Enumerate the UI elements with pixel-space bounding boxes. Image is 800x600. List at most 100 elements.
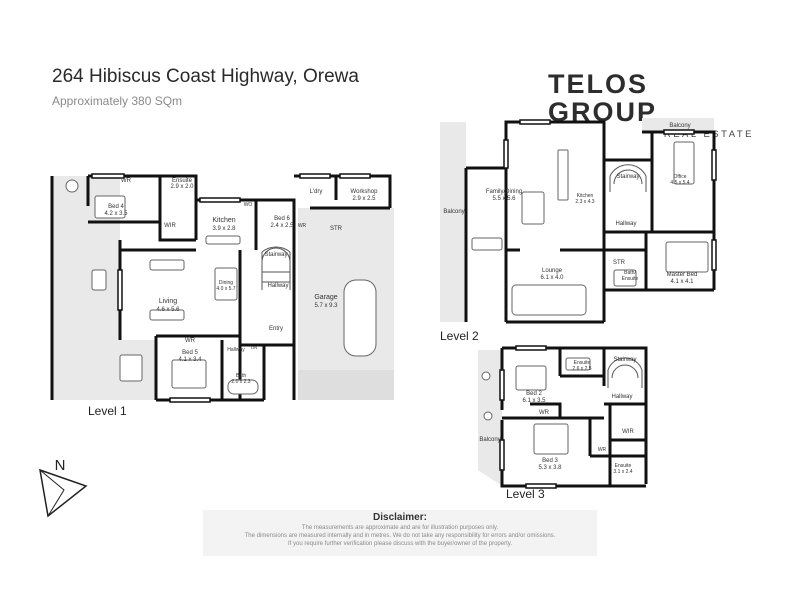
room-stairway-label: Stairway — [613, 357, 636, 363]
room-ensuite-top-dim: 2.6 x 2.5 — [572, 366, 591, 372]
room-wo-label: WO — [244, 202, 253, 208]
balcony-chair — [481, 371, 491, 381]
living-sofa — [149, 259, 185, 271]
room-wir-label: WIR — [622, 429, 634, 435]
room-balcony-label: Balcony — [443, 209, 464, 215]
room-stairway-label: Stairway — [264, 252, 287, 258]
room-hallway-label: Hallway — [267, 283, 288, 289]
room-hallway2-label: Hallway — [227, 347, 245, 353]
balcony-area — [642, 118, 714, 132]
car-icon — [343, 279, 377, 357]
room-lounge-label: Lounge — [542, 268, 563, 274]
bath-tub — [227, 379, 259, 395]
room-str-label: STR — [613, 260, 626, 266]
room-wr-label: WR — [539, 410, 550, 416]
room-bath-label-2: Ensuite — [622, 276, 639, 282]
lounge-sofa — [511, 284, 587, 316]
room-living-dim: 4.6 x 5.6 — [156, 307, 180, 313]
bath-vanity — [613, 269, 637, 287]
room-bed4-label: Bed 4 — [108, 204, 124, 210]
room-ensuite-label: Ensuite — [615, 463, 632, 469]
room-master-dim: 4.1 x 4.1 — [670, 279, 694, 285]
room-hallway-label: Hallway — [615, 221, 636, 227]
compass-arrow — [39, 468, 88, 518]
bed-2-furniture — [515, 365, 547, 391]
compass-label: N — [55, 457, 66, 474]
room-bath-dim: 2.0 x 2.3 — [231, 379, 250, 385]
level-3-label: Level 3 — [506, 487, 545, 501]
disclaimer-box: Disclaimer: The measurements are approxi… — [203, 510, 597, 556]
room-kitchen-dim: 2.3 x 4.3 — [575, 199, 594, 205]
bed-3-furniture — [533, 423, 569, 455]
kitchen-island — [205, 235, 241, 245]
room-master-label: Master Bed — [667, 272, 698, 278]
balcony-area — [440, 122, 466, 322]
room-bed6-dim: 2.4 x 2.5 — [270, 223, 294, 229]
dining-table — [214, 267, 238, 301]
disclaimer-heading: Disclaimer: — [373, 512, 427, 523]
room-wr6-label: WR — [298, 223, 307, 229]
disclaimer-line-1: The measurements are approximate and are… — [301, 525, 499, 531]
outdoor-chairs — [91, 269, 107, 291]
level-1-plan: WR Ensuite 2.9 x 2.0 Bed 4 4.2 x 3.5 WIR… — [50, 173, 394, 403]
ensuite-vanity — [565, 357, 591, 371]
logo-subtitle: REAL ESTATE — [663, 129, 754, 140]
room-family-dim: 5.5 x 5.6 — [492, 196, 516, 202]
room-wir-label: WIR — [164, 223, 176, 229]
room-dining-dim: 4.0 x 5.7 — [216, 286, 235, 292]
room-family-label: Family/Dining — [486, 189, 522, 195]
room-bed4-dim: 4.2 x 3.5 — [104, 211, 128, 217]
master-bed-furniture — [665, 241, 709, 273]
company-logo: TELOS GROUP REAL ESTATE — [548, 70, 758, 140]
room-wr3-label: WR — [598, 447, 607, 453]
room-kitchen-label: Kitchen — [212, 217, 235, 224]
stairway-symbol — [607, 357, 643, 388]
room-lounge-dim: 6.1 x 4.0 — [540, 275, 564, 281]
room-workshop-label: Workshop — [351, 189, 379, 195]
room-garage-label: Garage — [314, 294, 337, 301]
room-bath-label: Bath/ — [624, 270, 636, 276]
disclaimer-line-3: If you require further verification plea… — [287, 541, 512, 547]
room-bath-label: Bath — [236, 373, 247, 379]
north-compass: N — [39, 457, 88, 518]
balcony-sofa — [471, 237, 503, 251]
living-sofa — [149, 309, 185, 321]
room-kitchen-label: Kitchen — [577, 193, 594, 199]
disclaimer-line-2: The dimensions are measured internally a… — [244, 533, 556, 539]
outdoor-plant — [65, 179, 79, 193]
room-ensuite-dim: 2.9 x 2.0 — [170, 184, 194, 190]
room-bed2-label: Bed 2 — [526, 391, 542, 397]
room-workshop-dim: 2.9 x 2.5 — [352, 196, 376, 202]
room-kitchen-dim: 3.9 x 2.8 — [212, 226, 236, 232]
room-hallway-label: Hallway — [611, 394, 632, 400]
room-bed5-dim: 4.1 x 3.4 — [178, 357, 202, 363]
room-bed2-dim: 6.1 x 3.5 — [522, 398, 546, 404]
room-lin-label: LIN — [251, 345, 257, 350]
bed-5-furniture — [171, 359, 207, 389]
stairway-symbol — [609, 164, 647, 192]
room-stairway-label: Stairway — [616, 174, 639, 180]
room-office-dim: 4.5 x 5.4 — [670, 180, 689, 186]
room-bed5-label: Bed 5 — [182, 350, 198, 356]
room-ensuite-label: Ensuite — [172, 178, 193, 184]
property-area: Approximately 380 SQm — [52, 94, 183, 108]
office-desk — [673, 141, 695, 185]
level-1-label: Level 1 — [88, 404, 127, 418]
room-wr-label: WR — [121, 178, 132, 184]
room-dining-label: Dining — [219, 280, 233, 286]
room-ensuite-top-label: Ensuite — [574, 360, 591, 366]
room-balcony-office-label: Balcony — [669, 123, 690, 129]
room-living-label: Living — [159, 298, 177, 305]
kitchen-island — [557, 149, 569, 201]
room-office-label: Office — [674, 174, 687, 180]
room-bed3-label: Bed 3 — [542, 458, 558, 464]
room-str-label: STR — [330, 226, 343, 232]
room-garage-dim: 5.7 x 9.3 — [314, 303, 338, 309]
driveway-area — [298, 370, 394, 400]
dining-table — [521, 191, 545, 225]
room-entry-label: Entry — [269, 326, 283, 332]
page-title: 264 Hibiscus Coast Highway, Orewa — [52, 66, 359, 87]
stairway-symbol — [261, 246, 291, 290]
room-ensuite-dim: 3.1 x 2.4 — [613, 469, 632, 475]
